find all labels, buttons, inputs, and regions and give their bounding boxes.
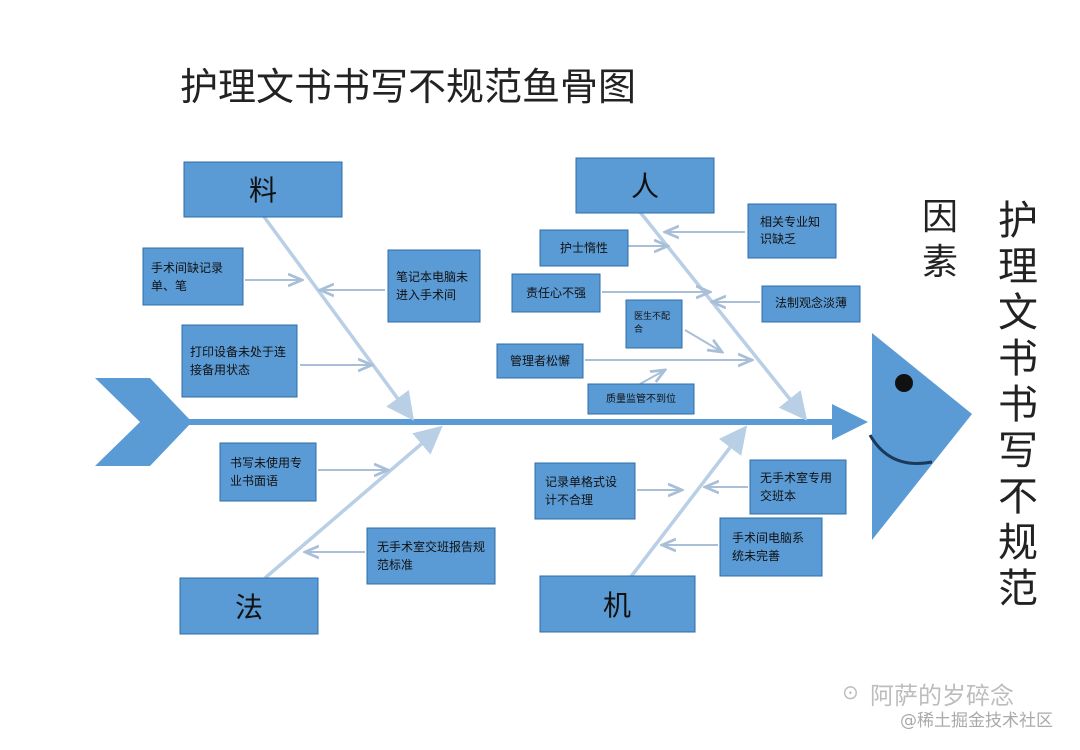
bone-material xyxy=(260,212,415,421)
fish-tail xyxy=(95,378,192,466)
cause-box: 医生不配合 xyxy=(625,299,683,349)
cause-box: 手术间缺记录单、笔 xyxy=(142,247,244,306)
arrow-people-7 xyxy=(639,370,665,385)
cause-people-3: 责任心不强 xyxy=(525,285,586,300)
cause-box: 书写未使用专业书面语 xyxy=(219,442,317,502)
cause-people-4: 医生不配合 xyxy=(634,311,671,336)
cause-machine-3: 手术间电脑系统未完善 xyxy=(732,531,805,563)
cause-box: 无手术室交班报告规范标准 xyxy=(366,527,496,585)
category-people: 人 xyxy=(575,157,715,214)
cause-box: 护士惰性 xyxy=(539,229,629,267)
fish-eye xyxy=(895,374,913,392)
cause-box: 笔记本电脑未进入手术间 xyxy=(387,249,481,323)
category-method-label: 法 xyxy=(235,591,263,624)
cause-method-1: 书写未使用专业书面语 xyxy=(230,456,303,488)
watermark-line1: 阿萨的岁碎念 xyxy=(870,682,1014,710)
cause-machine-2: 无手术室专用交班本 xyxy=(760,471,833,503)
watermark-line2: @稀土掘金技术社区 xyxy=(900,711,1053,731)
cause-box: 质量监管不到位 xyxy=(587,383,695,415)
cause-box: 打印设备未处于连接备用状态 xyxy=(181,324,298,398)
watermark-icon: ⊙ xyxy=(842,680,859,704)
cause-people-5: 法制观念淡薄 xyxy=(774,296,847,311)
cause-material-1: 手术间缺记录单、笔 xyxy=(151,260,224,293)
cause-people-7: 质量监管不到位 xyxy=(606,393,676,405)
fish-head xyxy=(872,333,972,540)
cause-material-2: 笔记本电脑未进入手术间 xyxy=(396,270,469,302)
cause-people-1: 护士惰性 xyxy=(559,240,608,255)
cause-machine-1: 记录单格式设计不合理 xyxy=(545,475,618,507)
cause-box: 管理者松懈 xyxy=(496,343,584,379)
arrow-people-5 xyxy=(684,329,722,352)
cause-people-6: 管理者松懈 xyxy=(509,353,570,368)
cause-box: 手术间电脑系统未完善 xyxy=(719,517,823,577)
cause-box: 相关专业知识缺乏 xyxy=(747,203,837,259)
effect-factor-label: 因素 xyxy=(921,197,958,283)
category-material: 料 xyxy=(183,161,343,218)
cause-box: 法制观念淡薄 xyxy=(761,285,861,323)
cause-material-3: 打印设备未处于连接备用状态 xyxy=(190,345,287,377)
cause-box: 责任心不强 xyxy=(511,273,601,313)
fish-mouth xyxy=(868,434,933,465)
category-machine-label: 机 xyxy=(603,589,631,622)
category-machine: 机 xyxy=(539,575,696,633)
effect-problem-text: 护理文书书写不规范 xyxy=(998,198,1038,612)
cause-box: 记录单格式设计不合理 xyxy=(534,462,636,520)
cause-people-2: 相关专业知识缺乏 xyxy=(760,214,821,246)
category-method: 法 xyxy=(179,577,319,635)
diagram-title: 护理文书书写不规范鱼骨图 xyxy=(180,65,636,109)
bone-method xyxy=(263,425,443,580)
cause-method-2: 无手术室交班报告规范标准 xyxy=(377,540,486,572)
category-material-label: 料 xyxy=(249,174,277,207)
category-people-label: 人 xyxy=(631,170,659,203)
bone-machine xyxy=(628,425,748,580)
cause-box: 无手术室专用交班本 xyxy=(749,459,847,515)
